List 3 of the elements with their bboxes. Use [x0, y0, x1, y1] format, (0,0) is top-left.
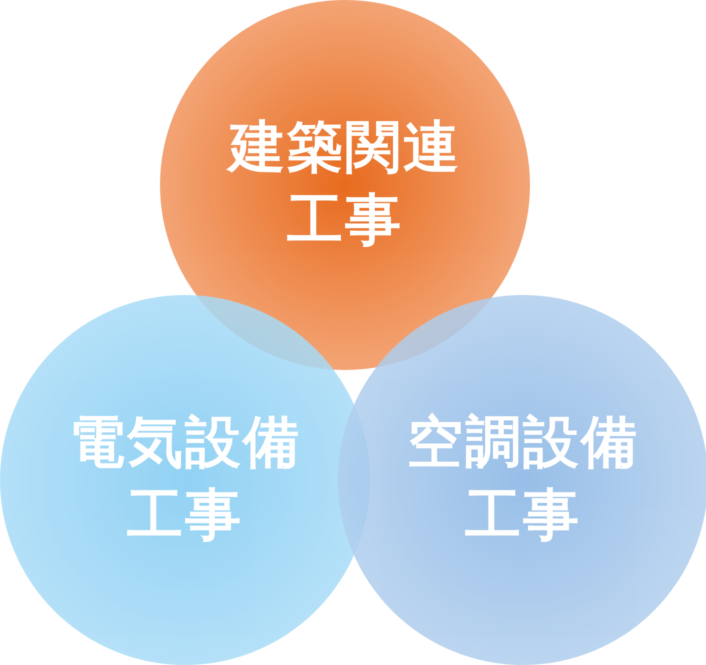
circle-label: 空調設備工事	[406, 409, 640, 550]
circle-label: 電気設備工事	[68, 409, 302, 550]
circle-label: 建築関連工事	[220, 112, 470, 258]
